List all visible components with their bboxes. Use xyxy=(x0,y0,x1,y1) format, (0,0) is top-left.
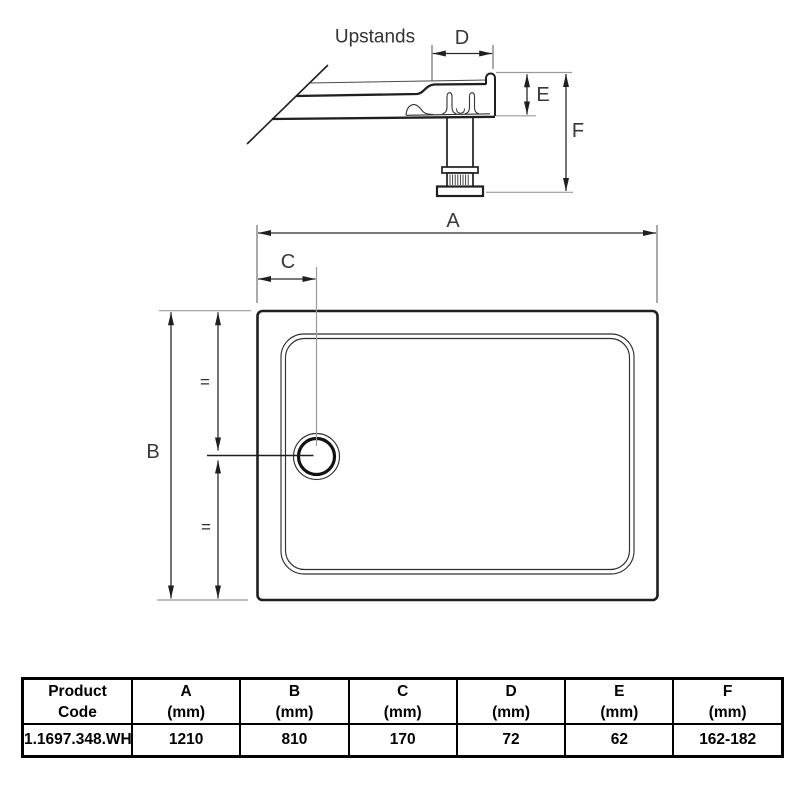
cell-d-mm: 72 xyxy=(455,723,567,757)
equal-mark-upper: = xyxy=(200,372,210,392)
adjustable-leg xyxy=(435,118,485,198)
table-data-row: 1.1697.348.WH 1210 810 170 72 62 162-182 xyxy=(22,723,783,757)
thread-hatch xyxy=(449,174,469,185)
cell-product-code: 1.1697.348.WH xyxy=(22,723,133,757)
tray-bottom-edge xyxy=(271,115,496,121)
header-product-code: Product Code xyxy=(22,678,133,725)
section-dimensions xyxy=(431,45,573,193)
header-c: C (mm) xyxy=(347,678,458,725)
cell-e-mm: 62 xyxy=(564,723,675,757)
dim-label-d: D xyxy=(454,27,470,49)
dim-label-f: F xyxy=(571,120,585,142)
header-e: E (mm) xyxy=(564,678,675,725)
leg-foot xyxy=(435,185,485,198)
dim-label-e: E xyxy=(536,84,550,106)
header-b: B (mm) xyxy=(239,678,350,725)
plan-dimensions xyxy=(157,225,658,601)
tray-top-edge xyxy=(309,79,488,84)
header-a: A (mm) xyxy=(130,678,242,725)
spec-table: Product Code A (mm) B (mm) C (mm) D (m xyxy=(22,678,783,757)
moulding-hump xyxy=(405,104,434,116)
rib-channel xyxy=(456,108,465,114)
equal-mark-lower: = xyxy=(201,517,211,537)
cell-c-mm: 170 xyxy=(347,723,458,757)
tray-rim-inner xyxy=(284,337,631,571)
upstand-profile xyxy=(485,72,496,116)
sump-floor xyxy=(405,113,491,116)
break-line xyxy=(246,64,329,145)
plan-view xyxy=(256,309,659,602)
header-d: D (mm) xyxy=(455,678,567,725)
tray-rim-outer xyxy=(280,333,635,575)
support-rib xyxy=(442,92,457,115)
leg-collar xyxy=(441,166,479,174)
dim-label-a: A xyxy=(446,210,460,232)
table-header-row: Product Code A (mm) B (mm) C (mm) D (m xyxy=(22,678,783,725)
support-rib xyxy=(464,92,480,115)
cell-f-mm: 162-182 xyxy=(672,723,783,757)
dim-label-c: C xyxy=(280,251,296,273)
tray-outline xyxy=(256,309,659,602)
dim-label-b: B xyxy=(146,441,160,463)
section-label-upstands: Upstands xyxy=(334,26,416,48)
cross-section-view xyxy=(246,64,496,198)
header-f: F (mm) xyxy=(672,678,783,725)
cell-a-mm: 1210 xyxy=(130,723,242,757)
tray-top-surface xyxy=(295,82,487,98)
cell-b-mm: 810 xyxy=(239,723,350,757)
leg-cylinder xyxy=(446,118,474,167)
